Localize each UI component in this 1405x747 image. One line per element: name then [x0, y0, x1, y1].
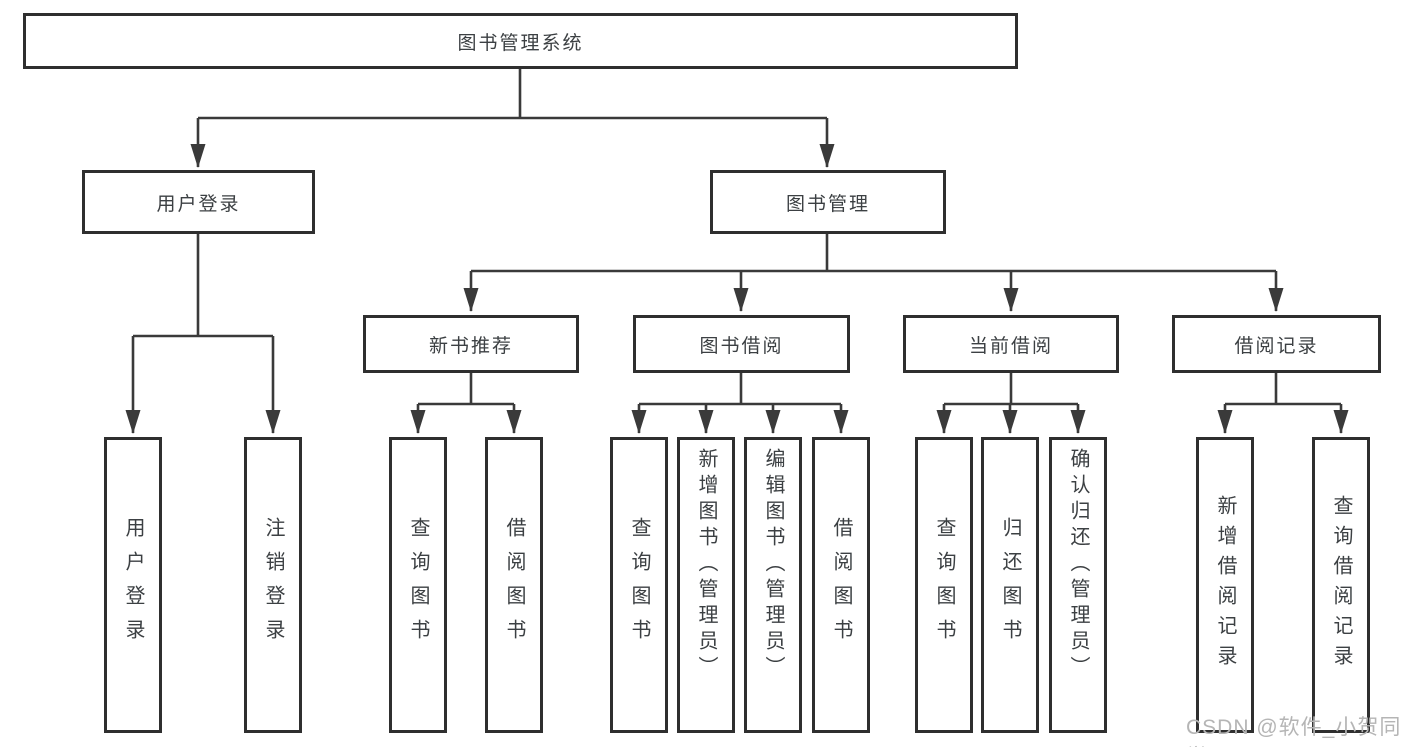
node-label: 借阅图书	[503, 517, 525, 653]
node-label: 用户登录	[122, 517, 144, 653]
node-label: 查询借阅记录	[1330, 495, 1352, 675]
node-label: 查询图书	[407, 517, 429, 653]
node-label: 图书管理	[785, 193, 870, 215]
node-label: 确认归还（管理员）	[1067, 448, 1089, 682]
leaf-br-query-record: 查询借阅记录	[1312, 437, 1370, 733]
node-label: 新书推荐	[428, 335, 513, 357]
leaf-logout-login: 注销登录	[244, 437, 302, 733]
node-label: 借阅记录	[1234, 335, 1319, 357]
leaf-rec-borrow-book: 借阅图书	[485, 437, 543, 733]
connector-rails	[133, 68, 1341, 406]
node-book-manage: 图书管理	[710, 170, 946, 234]
leaf-bb-query-book: 查询图书	[610, 437, 668, 733]
node-book-borrow: 图书借阅	[633, 315, 850, 373]
leaf-br-add-record: 新增借阅记录	[1196, 437, 1254, 733]
node-label: 查询图书	[628, 517, 650, 653]
node-label: 图书管理系统	[457, 32, 584, 54]
node-label: 新增借阅记录	[1214, 495, 1236, 675]
node-label: 归还图书	[999, 517, 1021, 653]
leaf-bb-edit-book: 编辑图书（管理员）	[744, 437, 802, 733]
leaf-rec-query-book: 查询图书	[389, 437, 447, 733]
node-label: 注销登录	[262, 517, 284, 653]
node-label: 图书借阅	[699, 335, 784, 357]
node-label: 当前借阅	[968, 335, 1053, 357]
node-label: 借阅图书	[830, 517, 852, 653]
leaf-cb-confirm-return: 确认归还（管理员）	[1049, 437, 1107, 733]
node-user-login: 用户登录	[82, 170, 315, 234]
node-current-borrow: 当前借阅	[903, 315, 1119, 373]
node-label: 查询图书	[933, 517, 955, 653]
node-label: 用户登录	[156, 193, 241, 215]
leaf-user-login: 用户登录	[104, 437, 162, 733]
node-label: 新增图书（管理员）	[695, 448, 717, 682]
leaf-cb-query-book: 查询图书	[915, 437, 973, 733]
node-root: 图书管理系统	[23, 13, 1018, 69]
leaf-bb-borrow-book: 借阅图书	[812, 437, 870, 733]
leaf-bb-add-book: 新增图书（管理员）	[677, 437, 735, 733]
node-new-book-rec: 新书推荐	[363, 315, 579, 373]
leaf-cb-return-book: 归还图书	[981, 437, 1039, 733]
node-borrow-record: 借阅记录	[1172, 315, 1381, 373]
node-label: 编辑图书（管理员）	[762, 448, 784, 682]
watermark: CSDN @软件_小贺同学	[1186, 716, 1402, 747]
